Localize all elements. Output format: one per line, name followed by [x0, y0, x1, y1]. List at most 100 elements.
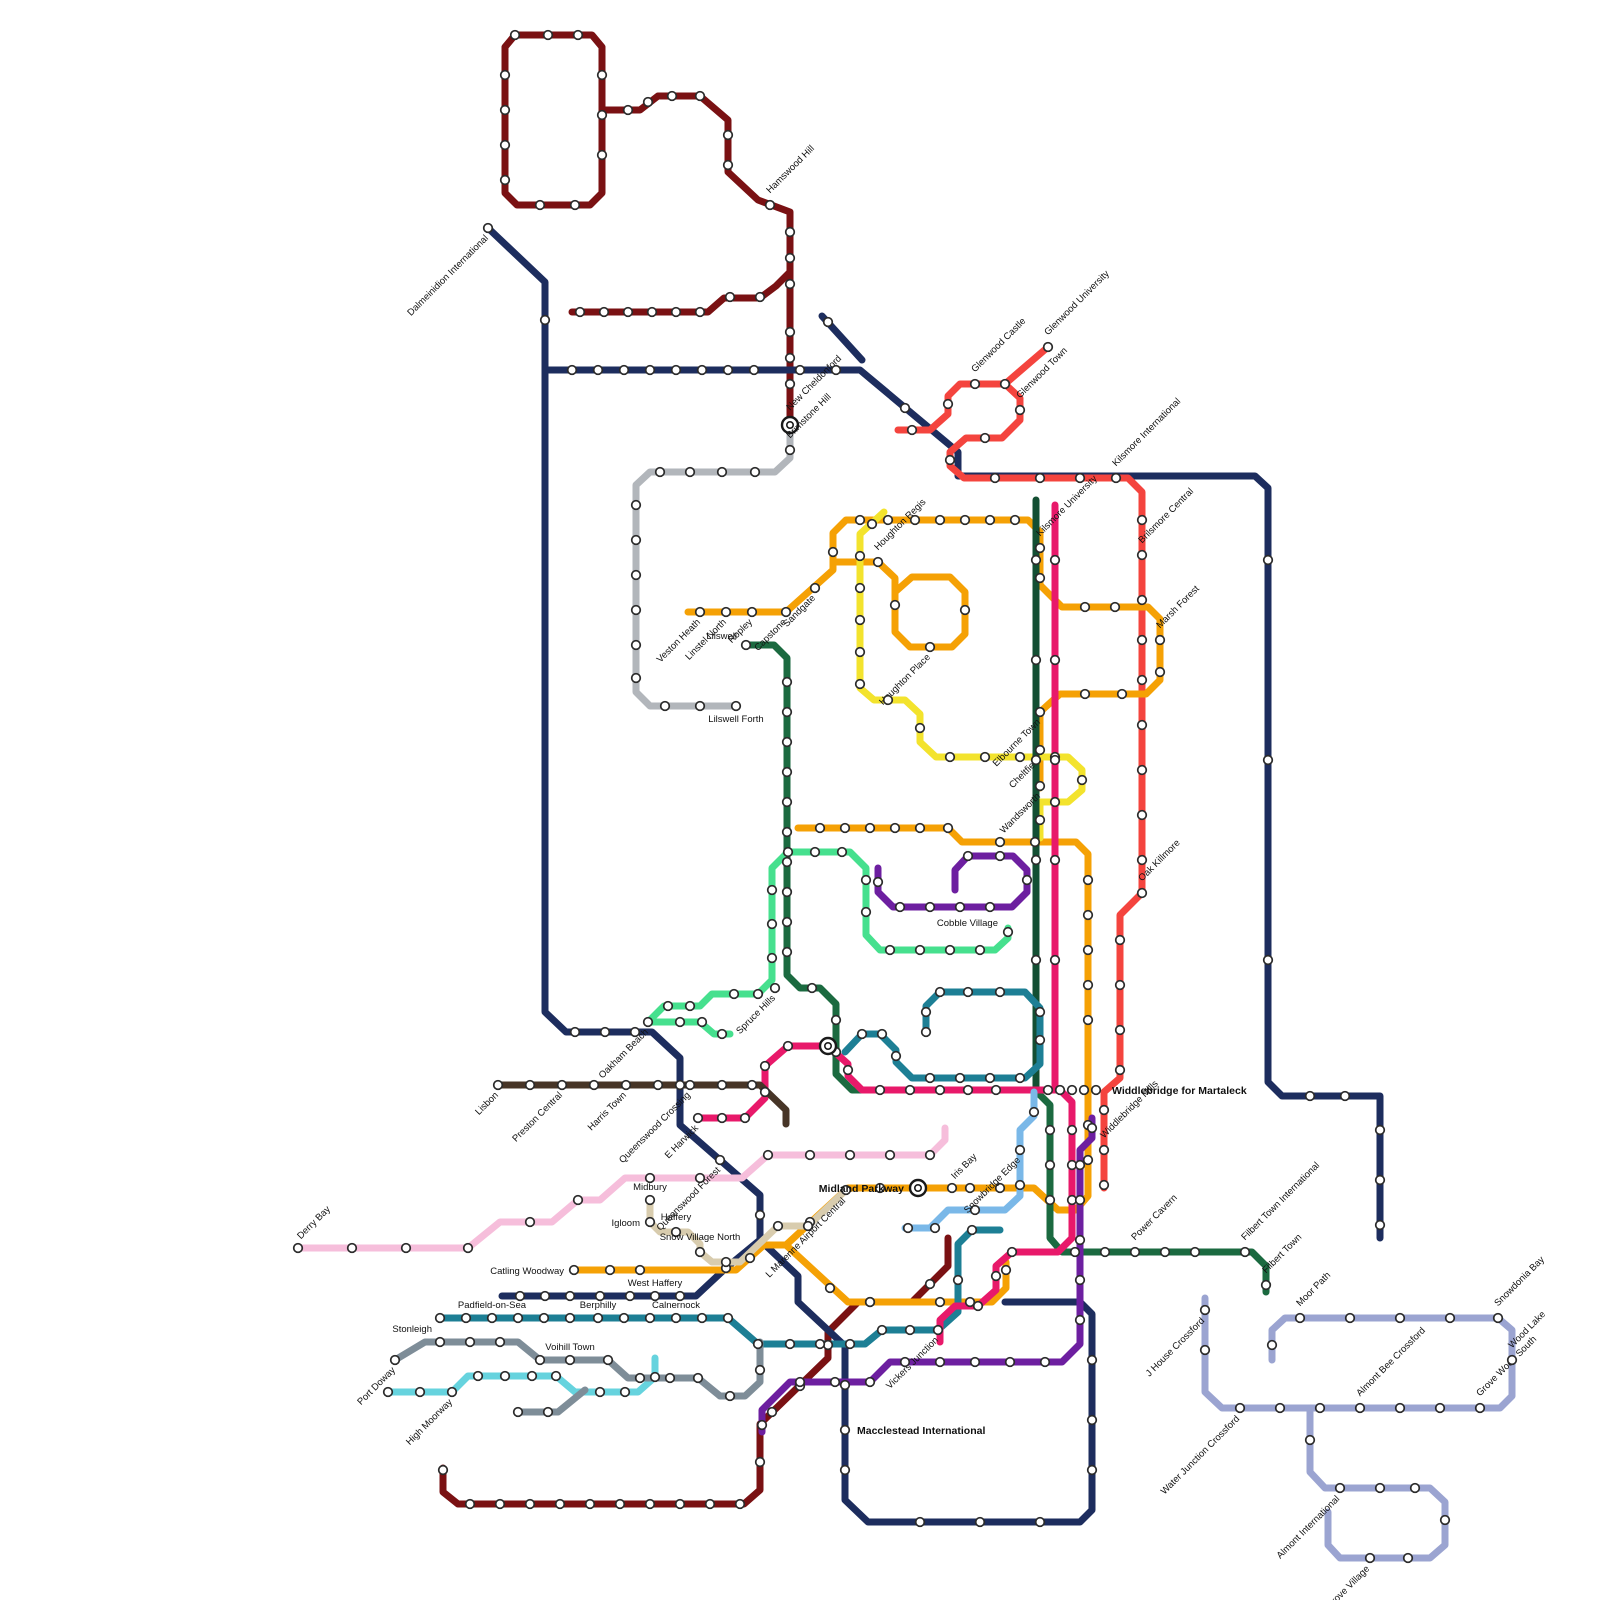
station-label: Preston Central — [510, 1090, 564, 1144]
station-marker — [1044, 1124, 1056, 1136]
station-marker — [1039, 1356, 1051, 1368]
station-marker — [784, 378, 796, 390]
station-marker — [1034, 780, 1046, 792]
station-label: West Haffery — [628, 1278, 683, 1289]
station-marker — [1334, 1482, 1346, 1494]
station-marker — [1136, 514, 1148, 526]
station-marker — [1304, 1434, 1316, 1446]
station-marker — [694, 306, 706, 318]
station-marker — [292, 1242, 304, 1254]
station-marker — [1444, 1312, 1456, 1324]
station-marker — [781, 796, 793, 808]
station-marker — [754, 1209, 766, 1221]
station-marker — [864, 822, 876, 834]
station-marker — [1110, 472, 1122, 484]
station-marker — [1030, 854, 1042, 866]
station-marker — [781, 946, 793, 958]
station-marker — [746, 606, 758, 618]
station-marker — [959, 514, 971, 526]
station-marker — [894, 901, 906, 913]
station-marker — [524, 1216, 536, 1228]
station-marker — [1199, 1344, 1211, 1356]
line-purple-mid — [874, 852, 1031, 911]
station-marker — [1006, 1246, 1018, 1258]
station-marker — [782, 846, 794, 858]
station-marker — [414, 1386, 426, 1398]
station-marker — [944, 944, 956, 956]
station-marker — [914, 1516, 926, 1528]
station-marker — [1074, 472, 1086, 484]
station-marker — [932, 1324, 944, 1336]
station-marker — [730, 700, 742, 712]
station-marker — [766, 952, 778, 964]
station-marker — [492, 1079, 504, 1091]
station-marker — [962, 986, 974, 998]
station-marker — [572, 1194, 584, 1206]
station-marker — [720, 606, 732, 618]
station-marker — [630, 569, 642, 581]
station-marker — [692, 1112, 704, 1124]
station-marker — [781, 706, 793, 718]
station-marker — [1028, 1106, 1040, 1118]
station-marker — [946, 1182, 958, 1194]
station-marker — [1049, 854, 1061, 866]
station-marker — [814, 822, 826, 834]
station-marker — [1014, 1144, 1026, 1156]
station-marker — [844, 1338, 856, 1350]
station-marker — [598, 306, 610, 318]
station-label: Macclestead International — [857, 1425, 985, 1437]
station-marker — [716, 1079, 728, 1091]
station-marker — [1374, 1219, 1386, 1231]
station-marker — [1082, 874, 1094, 886]
station-marker — [899, 402, 911, 414]
station-marker — [539, 314, 551, 326]
station-marker — [539, 1290, 551, 1302]
line-slate — [391, 1338, 764, 1400]
station-marker — [499, 104, 511, 116]
station-marker — [596, 109, 608, 121]
station-marker — [781, 766, 793, 778]
station-marker — [534, 1354, 546, 1366]
station-marker — [1129, 1246, 1141, 1258]
station-marker — [769, 982, 781, 994]
station-marker — [964, 1182, 976, 1194]
station-marker — [1082, 909, 1094, 921]
station-marker — [884, 1149, 896, 1161]
station-marker — [1199, 1304, 1211, 1316]
station-label: Harris Town — [586, 1090, 629, 1133]
station-marker — [827, 546, 839, 558]
station-marker — [1086, 1354, 1098, 1366]
station-marker — [659, 700, 671, 712]
station-marker — [844, 1149, 856, 1161]
station-marker — [694, 1172, 706, 1184]
station-marker — [434, 1336, 446, 1348]
station-marker — [574, 306, 586, 318]
station-marker — [1159, 1246, 1171, 1258]
station-marker — [1274, 1402, 1286, 1414]
line-red-branch — [1001, 343, 1052, 388]
station-marker — [382, 1386, 394, 1398]
station-marker — [1074, 1159, 1086, 1171]
station-label: Derry Bay — [295, 1204, 333, 1242]
station-marker — [914, 944, 926, 956]
station-marker — [554, 1498, 566, 1510]
station-marker — [764, 199, 776, 211]
station-marker — [724, 1390, 736, 1402]
station-marker — [781, 856, 793, 868]
station-marker — [839, 1379, 851, 1391]
station-marker — [979, 751, 991, 763]
station-marker — [1034, 472, 1046, 484]
station-marker — [696, 364, 708, 376]
station-marker — [754, 1456, 766, 1468]
station-marker — [860, 906, 872, 918]
station-marker — [1034, 1516, 1046, 1528]
station-marker — [346, 1242, 358, 1254]
station-marker — [904, 1324, 916, 1336]
station-marker — [984, 1072, 996, 1084]
station-marker — [674, 1079, 686, 1091]
station-label: Padfield-on-Sea — [458, 1300, 527, 1311]
station-marker — [864, 1296, 876, 1308]
station-marker — [876, 1028, 888, 1040]
line-purple-south — [758, 1114, 1096, 1436]
